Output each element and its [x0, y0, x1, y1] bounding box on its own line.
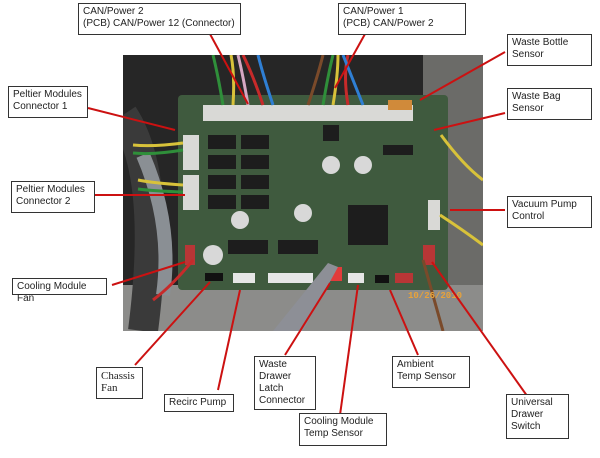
label-can-power-2: CAN/Power 2 (PCB) CAN/Power 12 (Connecto… [78, 3, 241, 35]
label-chassis-fan: Chassis Fan [96, 367, 143, 399]
pcb-photo: 10/26/2010 [123, 55, 483, 331]
label-waste-drawer-latch-connector: Waste Drawer Latch Connector [254, 356, 316, 410]
date-stamp: 10/26/2010 [408, 291, 463, 301]
label-cooling-module-temp-sensor: Cooling Module Temp Sensor [299, 413, 387, 446]
label-universal-drawer-switch: Universal Drawer Switch [506, 394, 569, 439]
label-peltier-connector-1: Peltier Modules Connector 1 [8, 86, 88, 118]
label-peltier-connector-2: Peltier Modules Connector 2 [11, 181, 95, 213]
label-waste-bottle-sensor: Waste Bottle Sensor [507, 34, 592, 66]
label-vacuum-pump-control: Vacuum Pump Control [507, 196, 592, 228]
label-waste-bag-sensor: Waste Bag Sensor [507, 88, 592, 120]
pcb-illustration [123, 55, 483, 331]
label-recirc-pump: Recirc Pump [164, 394, 234, 412]
label-ambient-temp-sensor: Ambient Temp Sensor [392, 356, 470, 388]
label-can-power-1: CAN/Power 1 (PCB) CAN/Power 2 [338, 3, 466, 35]
label-cooling-module-fan: Cooling Module Fan [12, 278, 107, 304]
